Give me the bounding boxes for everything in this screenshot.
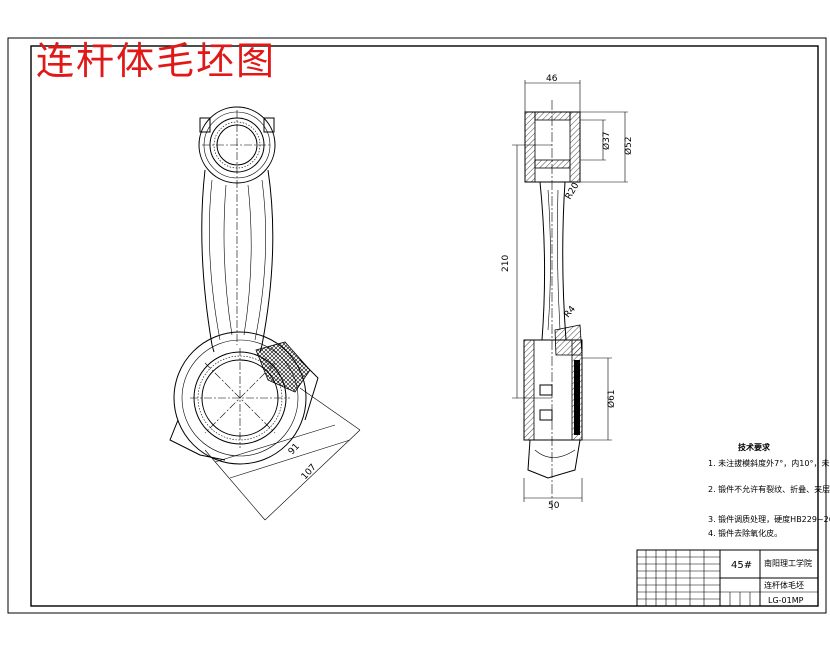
dim-big-bore: Ø61	[606, 389, 617, 408]
tb-name: 连杆体毛坯	[764, 580, 804, 590]
dim-top-width: 46	[546, 74, 558, 84]
dim-107: 107	[300, 463, 319, 482]
tb-org: 南阳理工学院	[764, 558, 812, 568]
dim-small-outer: Ø52	[623, 136, 634, 155]
tb-part-code: LG-01MP	[768, 596, 804, 605]
left-dimensions: 91 107	[204, 387, 361, 521]
dim-bottom-width: 50	[548, 501, 560, 511]
note-item-4: 4. 锻件去除氧化皮。	[708, 528, 782, 538]
title-block: 45# 南阳理工学院 连杆体毛坯 LG-01MP	[636, 549, 819, 607]
rod-front-view	[169, 106, 319, 465]
tb-material: 45#	[731, 560, 752, 571]
dim-length: 210	[501, 255, 511, 272]
outer-frame	[7, 37, 827, 614]
dim-91: 91	[287, 442, 302, 457]
right-dimensions: 46 50 210 Ø37 Ø52 Ø61 R20 R4	[501, 74, 634, 511]
rod-side-view	[523, 100, 583, 510]
note-item-3: 3. 锻件调质处理，硬度HB229~269。	[708, 514, 830, 524]
note-item-2: 2. 锻件不允许有裂纹、折叠、夹层、结疤等缺陷。	[708, 484, 830, 494]
inner-frame	[30, 45, 819, 607]
dim-small-bore: Ø37	[601, 131, 612, 150]
note-item-1: 1. 未注拔模斜度外7°，内10°，未注圆角R2~3。	[708, 458, 830, 468]
notes-heading: 技术要求	[738, 442, 771, 452]
technical-notes: 技术要求 1. 未注拔模斜度外7°，内10°，未注圆角R2~3。 2. 锻件不允…	[708, 442, 830, 538]
dim-radius: R20	[564, 181, 582, 202]
drawing-title: 连杆体毛坯图	[36, 39, 276, 83]
